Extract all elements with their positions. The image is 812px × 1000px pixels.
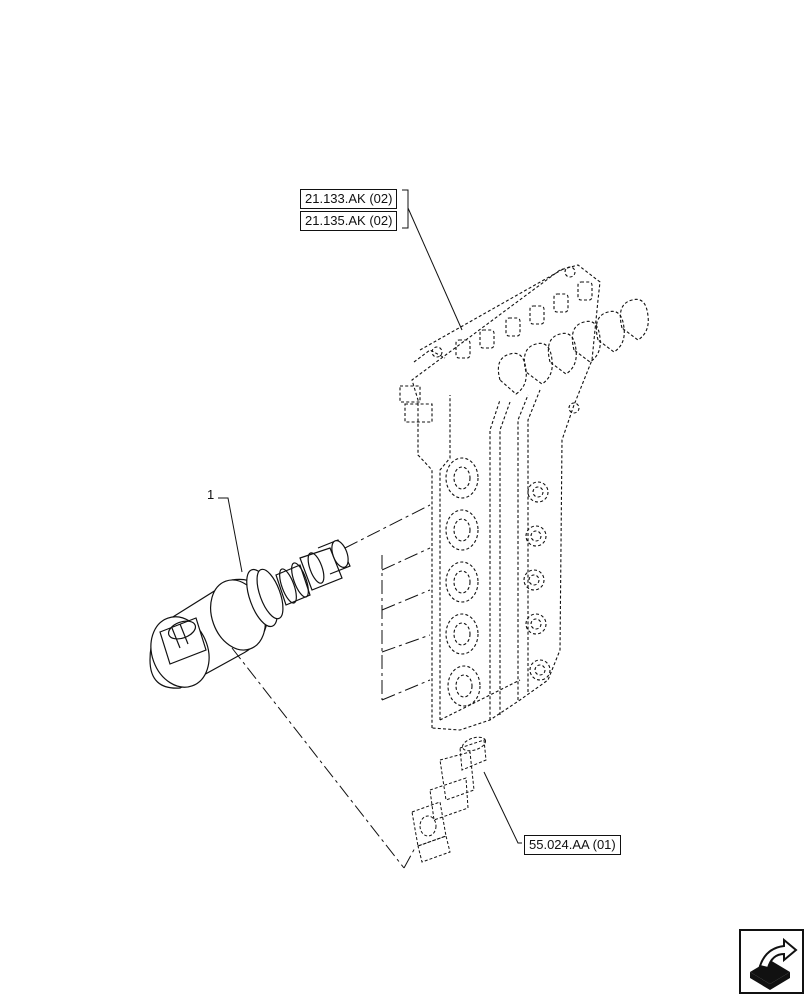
reference-box-21-133[interactable]: 21.133.AK (02) bbox=[300, 189, 398, 209]
solenoid-valve bbox=[149, 539, 351, 689]
valve-block bbox=[399, 264, 649, 731]
electrical-connector bbox=[411, 736, 487, 863]
assembly-lines bbox=[231, 504, 431, 869]
next-page-arrow-icon[interactable] bbox=[740, 930, 803, 993]
reference-box-21-135[interactable]: 21.135.AK (02) bbox=[300, 211, 398, 231]
reference-box-55-024[interactable]: 55.024.AA (01) bbox=[524, 835, 621, 855]
leader-lines bbox=[218, 189, 522, 844]
callout-item-1: 1 bbox=[207, 487, 215, 502]
